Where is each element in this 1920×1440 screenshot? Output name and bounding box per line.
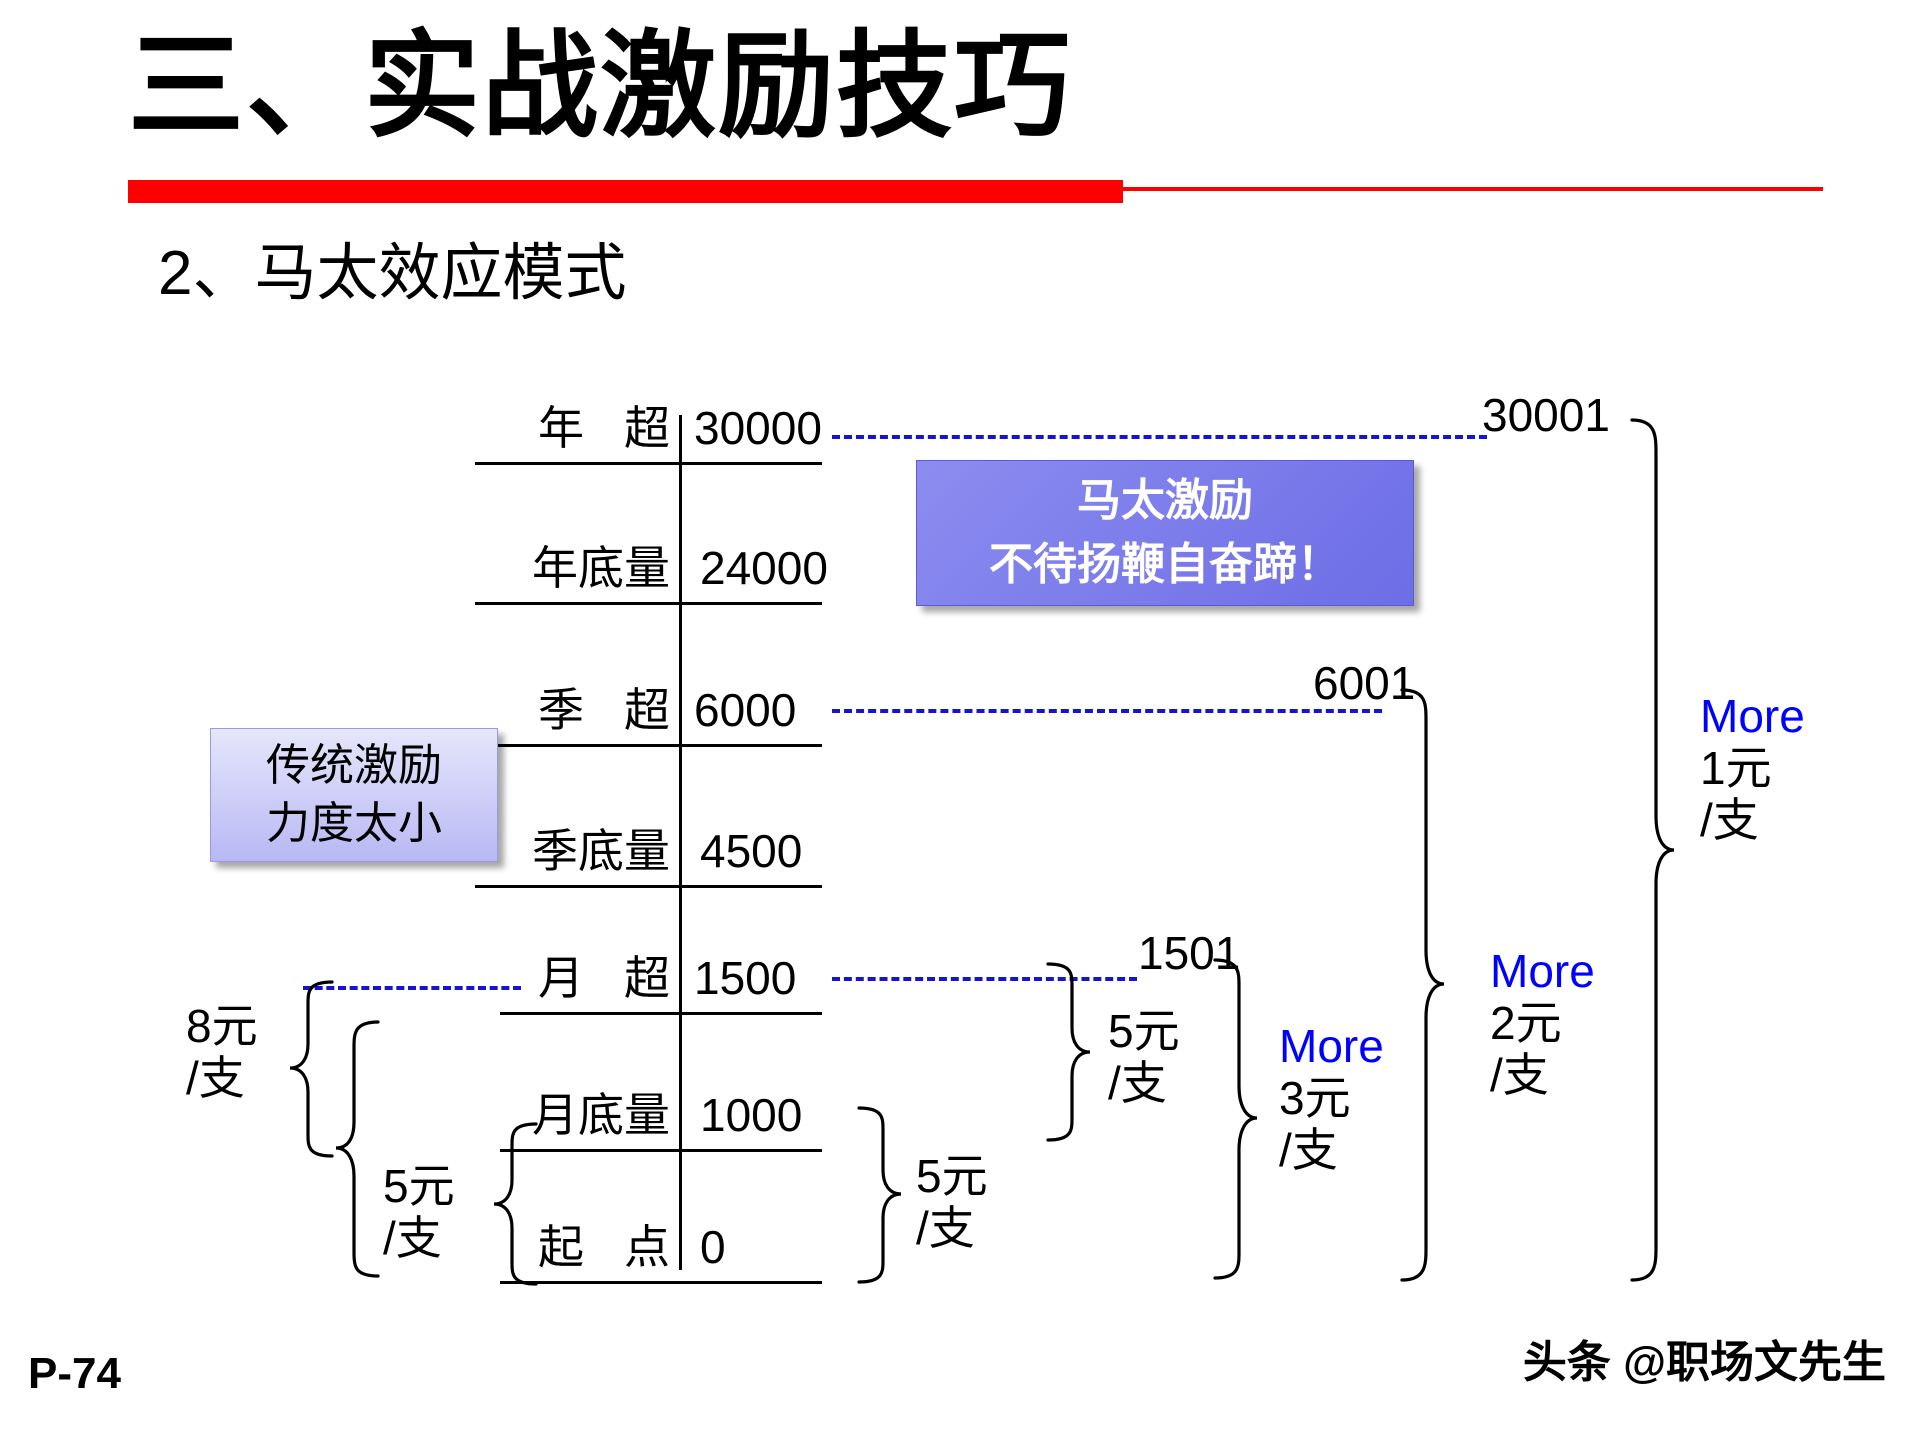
scale-row-label-4: 月超 <box>430 955 670 1001</box>
scale-row-label-1: 年底量 <box>430 545 670 591</box>
rate-label-more-3-word: More <box>1279 1020 1384 1072</box>
callout-traditional-line2: 力度太小 <box>266 799 442 848</box>
scale-row-rule-4 <box>500 1012 822 1015</box>
brace-base-inner-low <box>492 1122 538 1288</box>
callout-traditional: 传统激励 力度太小 <box>210 728 498 862</box>
rate-label-base-8: 8元 /支 <box>186 1000 258 1104</box>
scale-row-value-6: 0 <box>700 1221 726 1273</box>
callout-matthew: 马太激励 不待扬鞭自奋蹄！ <box>916 460 1414 606</box>
scale-row-label-left-5: 月底量 <box>532 1089 670 1141</box>
callout-matthew-line2: 不待扬鞭自奋蹄！ <box>989 540 1341 589</box>
scale-row-label-3: 季底量 <box>430 828 670 874</box>
rate-label-tier-5-high-amount: 5元 <box>1108 1005 1180 1057</box>
scale-row-rule-3 <box>475 885 822 888</box>
title-underline-thick <box>128 180 1123 203</box>
threshold-number-month: 1501 <box>1138 927 1241 979</box>
scale-row-value-5: 1000 <box>700 1089 803 1141</box>
callout-traditional-line1: 传统激励 <box>266 741 442 790</box>
rate-label-more-3-amount: 3元 <box>1279 1072 1351 1124</box>
scale-row-label-right-2: 超 <box>624 684 670 736</box>
brace-month <box>1213 958 1259 1283</box>
page-number: P-74 <box>28 1349 121 1398</box>
rate-label-more-1-amount: 1元 <box>1700 742 1772 794</box>
rate-label-tier-5-low-amount: 5元 <box>916 1150 988 1202</box>
threshold-number-year: 30001 <box>1482 389 1610 441</box>
scale-row-label-5: 月底量 <box>430 1092 670 1138</box>
scale-row-rule-1 <box>475 602 822 605</box>
dashed-connector-month-right <box>832 977 1137 981</box>
scale-row-label-right-0: 超 <box>624 402 670 454</box>
threshold-number-quarter: 6001 <box>1313 657 1416 709</box>
rate-label-tier-5-high-unit: /支 <box>1108 1057 1167 1109</box>
rate-label-more-2: More 2元 /支 <box>1490 945 1595 1101</box>
rate-label-more-3-unit: /支 <box>1279 1124 1338 1176</box>
scale-row-label-2: 季超 <box>430 687 670 733</box>
scale-row-label-right-4: 超 <box>624 952 670 1004</box>
rate-label-tier-5-high: 5元 /支 <box>1108 1005 1180 1109</box>
rate-label-more-1-word: More <box>1700 690 1805 742</box>
brace-tier-5-low <box>857 1106 903 1286</box>
scale-row-value-3: 4500 <box>700 825 803 877</box>
scale-row-label-0: 年超 <box>430 405 670 451</box>
dashed-connector-month-left <box>303 986 521 990</box>
scale-row-label-right-6: 点 <box>624 1221 670 1273</box>
dashed-connector-year <box>832 435 1487 439</box>
scale-row-label-left-0: 年 <box>538 402 584 454</box>
scale-row-label-6: 起点 <box>430 1224 670 1270</box>
rate-label-base-8-unit: /支 <box>186 1052 245 1104</box>
page-title: 三、实战激励技巧 <box>128 21 1072 151</box>
title-underline-thin <box>1123 187 1823 191</box>
brace-quarter <box>1400 688 1446 1283</box>
rate-label-more-2-unit: /支 <box>1490 1049 1549 1101</box>
scale-row-label-left-4: 月 <box>538 952 584 1004</box>
rate-label-base-5-inner: 5元 /支 <box>383 1160 455 1264</box>
brace-tier-5-high <box>1046 962 1092 1144</box>
scale-row-label-left-6: 起 <box>538 1221 584 1273</box>
scale-row-rule-0 <box>475 462 822 465</box>
scale-row-label-left-1: 年底量 <box>532 542 670 594</box>
brace-year-outer <box>1630 418 1676 1283</box>
rate-label-tier-5-low: 5元 /支 <box>916 1150 988 1254</box>
rate-label-tier-5-low-unit: /支 <box>916 1202 975 1254</box>
rate-label-more-1: More 1元 /支 <box>1700 690 1805 846</box>
rate-label-more-3: More 3元 /支 <box>1279 1020 1384 1176</box>
scale-row-value-1: 24000 <box>700 542 828 594</box>
scale-row-value-2: 6000 <box>694 684 797 736</box>
brace-base-8 <box>288 980 334 1160</box>
scale-row-rule-5 <box>500 1149 822 1152</box>
vertical-axis <box>679 415 682 1270</box>
callout-matthew-line1: 马太激励 <box>1077 476 1253 525</box>
rate-label-more-2-amount: 2元 <box>1490 997 1562 1049</box>
rate-label-more-1-unit: /支 <box>1700 794 1759 846</box>
scale-row-label-left-3: 季底量 <box>532 825 670 877</box>
scale-row-value-0: 30000 <box>694 402 822 454</box>
scale-row-label-left-2: 季 <box>538 684 584 736</box>
watermark-text: 头条 @职场文先生 <box>1522 1338 1886 1387</box>
rate-label-more-2-word: More <box>1490 945 1595 997</box>
rate-label-base-5-inner-amount: 5元 <box>383 1160 455 1212</box>
scale-row-rule-2 <box>475 744 822 747</box>
scale-row-value-4: 1500 <box>694 952 797 1004</box>
scale-row-rule-6 <box>500 1281 822 1284</box>
brace-base-5-inner <box>334 1020 380 1280</box>
section-subtitle: 2、马太效应模式 <box>158 239 627 308</box>
dashed-connector-quarter <box>832 709 1382 713</box>
rate-label-base-5-inner-unit: /支 <box>383 1212 442 1264</box>
rate-label-base-8-amount: 8元 <box>186 1000 258 1052</box>
